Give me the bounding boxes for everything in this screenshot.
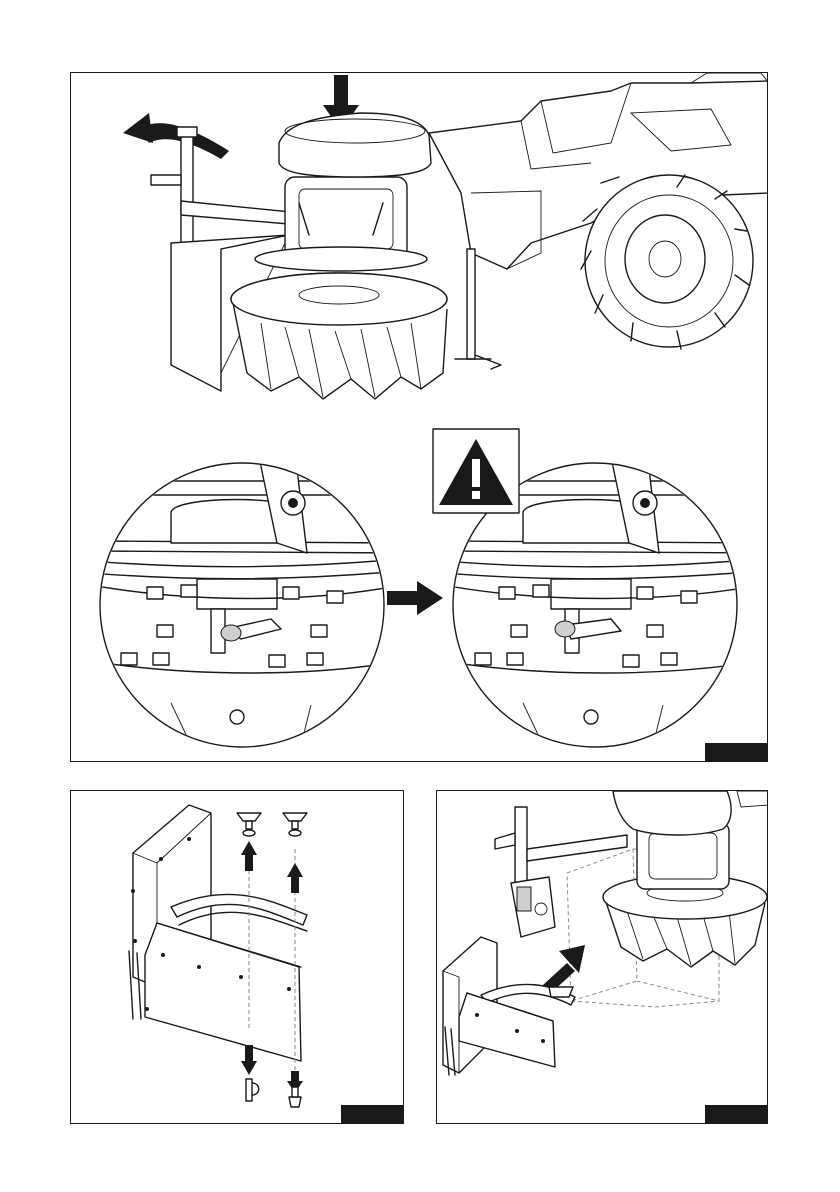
brush-head: [231, 273, 447, 399]
shield-panel: [70, 790, 404, 1124]
wing-screw: [237, 813, 261, 836]
wing-screw: [283, 813, 307, 836]
lynch-pin: [289, 1087, 301, 1107]
main-panel: [70, 72, 768, 762]
figure-tab: [705, 1105, 767, 1123]
attachment-post: [495, 807, 555, 937]
up-arrow-icon: [241, 841, 257, 871]
curved-arrow-icon: [123, 113, 229, 159]
figure-tab: [341, 1105, 403, 1123]
warning-icon: [433, 429, 519, 513]
side-shield: [443, 937, 575, 1075]
shield-illustration: [71, 791, 404, 1124]
lynch-pin: [246, 1079, 259, 1101]
support-stand: [467, 249, 475, 359]
main-illustration: [71, 73, 768, 762]
diagonal-arrow-icon: [543, 945, 585, 993]
attachment-post: [151, 127, 197, 247]
figure-tab: [705, 743, 767, 761]
down-arrow-icon: [241, 1045, 257, 1075]
up-arrow-icon: [287, 863, 303, 893]
detail-before: [91, 457, 401, 747]
top-cover: [279, 113, 431, 177]
mount-illustration: [437, 791, 768, 1124]
mount-panel: [436, 790, 768, 1124]
connecting-arm: [527, 835, 627, 861]
connecting-arm: [181, 201, 301, 225]
right-arrow-icon: [387, 581, 443, 615]
top-cover: [613, 791, 731, 835]
